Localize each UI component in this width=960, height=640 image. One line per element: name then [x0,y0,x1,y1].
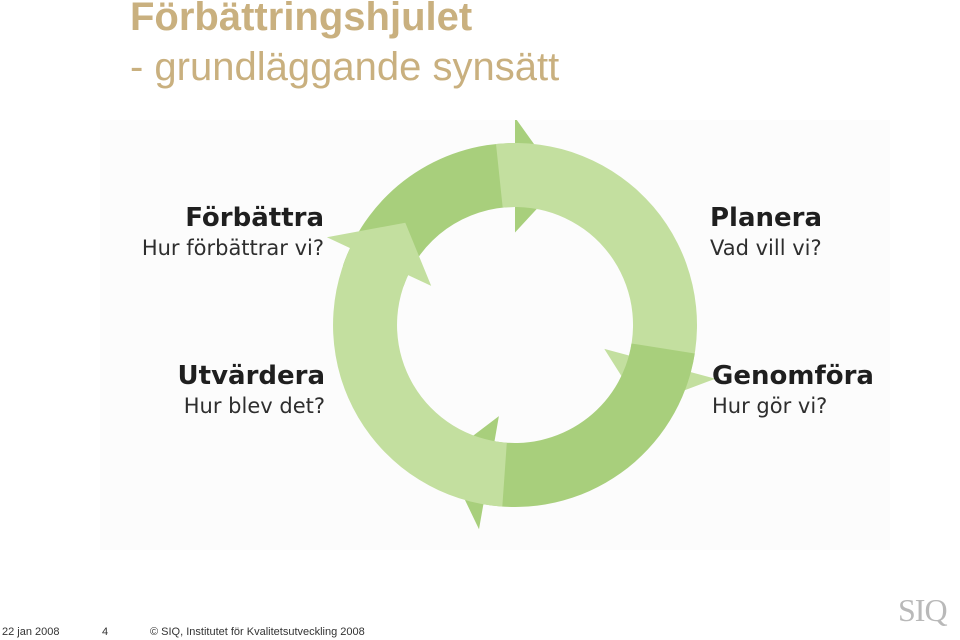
footer-date: 22 jan 2008 [2,626,60,638]
stage-genomfora-question: Hur gör vi? [712,394,828,418]
stage-genomfora: Genomföra Hur gör vi? [712,360,874,420]
stage-utvardera: Utvärdera Hur blev det? [120,360,325,420]
slide-footer: 22 jan 2008 4 © SIQ, Institutet för Kval… [0,622,960,640]
siq-logo: SIQ [898,592,948,628]
arrow-planera-to-genomfora [496,143,716,407]
stage-planera-question: Vad vill vi? [710,236,822,260]
stage-planera: Planera Vad vill vi? [710,202,822,262]
arrow-utvardera-to-forbattra [326,222,507,507]
footer-page-number: 4 [102,626,109,638]
footer-copyright: © SIQ, Institutet för Kvalitetsutvecklin… [150,626,365,638]
stage-genomfora-name: Genomföra [712,361,874,391]
stage-utvardera-name: Utvärdera [177,361,325,391]
stage-planera-name: Planera [710,203,823,233]
slide-title: Förbättringshjulet - grundläggande synsä… [130,0,559,92]
stage-forbattra: Förbättra Hur förbättrar vi? [100,202,324,262]
stage-utvardera-question: Hur blev det? [183,394,325,418]
slide-title-line2: - grundläggande synsätt [130,45,560,89]
improvement-wheel-diagram: Planera Vad vill vi? Genomföra Hur gör v… [100,120,890,550]
cycle-wheel [326,120,716,530]
arrow-genomfora-to-utvardera [444,343,695,530]
slide-title-line1: Förbättringshjulet [130,0,473,39]
stage-forbattra-name: Förbättra [185,203,324,233]
stage-forbattra-question: Hur förbättrar vi? [141,236,324,260]
